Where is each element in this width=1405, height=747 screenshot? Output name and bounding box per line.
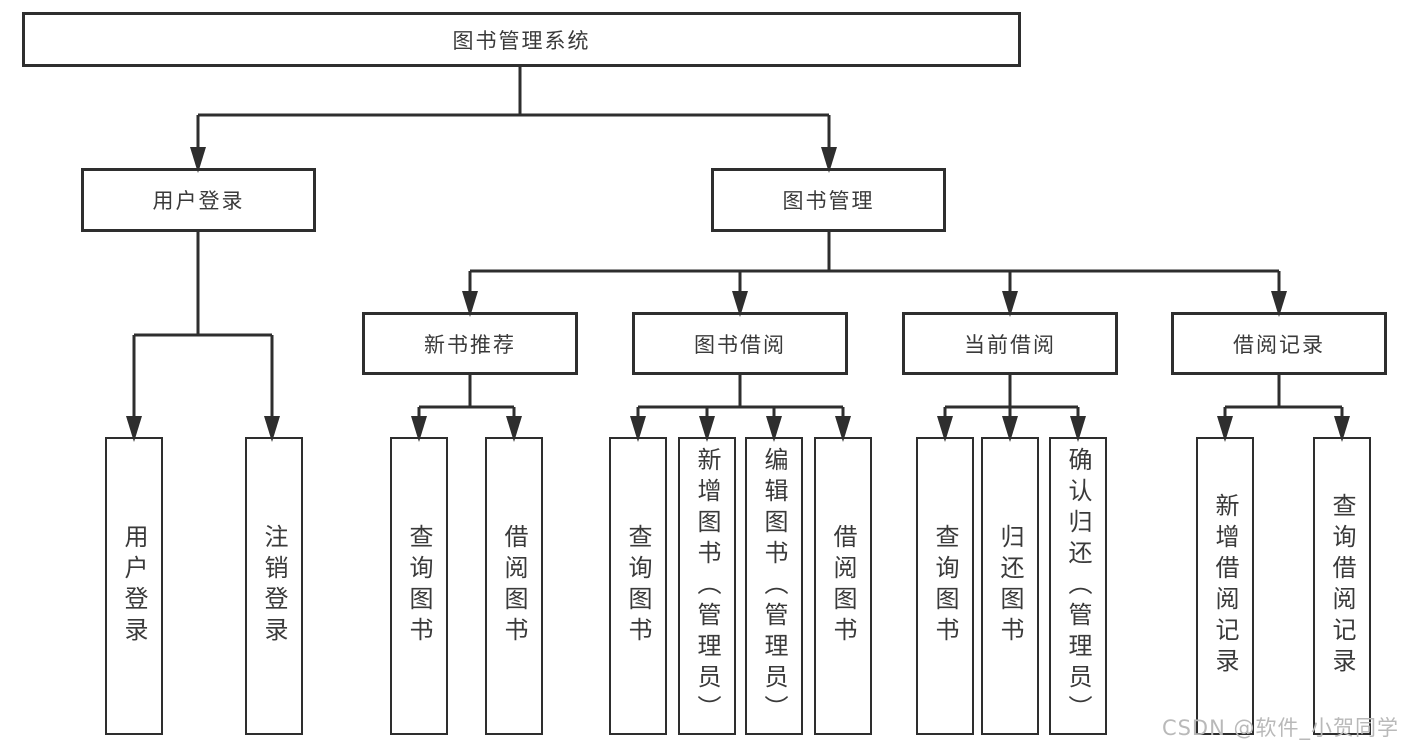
connector-current-borrowing	[937, 375, 1086, 442]
node-label: 确认归还（管理员）	[1064, 446, 1092, 726]
leaf-borrow-books-recommend: 借阅图书	[485, 437, 543, 735]
node-label: 查询图书	[931, 524, 959, 648]
node-book-borrowing: 图书借阅	[632, 312, 848, 375]
node-label: 借阅图书	[829, 524, 857, 648]
node-label: 编辑图书（管理员）	[760, 446, 788, 726]
leaf-query-borrow-record: 查询借阅记录	[1313, 437, 1371, 735]
leaf-return-books: 归还图书	[981, 437, 1039, 735]
watermark-text: CSDN @软件_小贺同学	[1161, 716, 1399, 740]
leaf-query-books-borrow: 查询图书	[609, 437, 667, 735]
leaf-add-borrow-record: 新增借阅记录	[1196, 437, 1254, 735]
node-label: 图书管理	[782, 189, 875, 213]
leaf-confirm-return-admin: 确认归还（管理员）	[1049, 437, 1107, 735]
node-label: 用户登录	[120, 524, 148, 648]
node-label: 借阅图书	[500, 524, 528, 648]
node-label: 查询图书	[624, 524, 652, 648]
leaf-query-books-recommend: 查询图书	[390, 437, 448, 735]
node-label: 图书管理系统	[452, 28, 591, 53]
node-library-management-system: 图书管理系统	[22, 12, 1021, 67]
leaf-add-books-admin: 新增图书（管理员）	[678, 437, 736, 735]
connector-book-management	[462, 232, 1287, 317]
node-label: 借阅记录	[1233, 332, 1325, 357]
node-label: 新增图书（管理员）	[693, 446, 721, 726]
node-label: 用户登录	[152, 189, 245, 213]
connector-root	[190, 67, 837, 173]
node-label: 当前借阅	[964, 332, 1056, 357]
node-label: 新书推荐	[424, 332, 516, 357]
node-label: 新增借阅记录	[1211, 493, 1239, 679]
connector-new-book-recommendation	[411, 375, 522, 442]
leaf-logout: 注销登录	[245, 437, 303, 735]
leaf-borrow-books: 借阅图书	[814, 437, 872, 735]
node-label: 归还图书	[996, 524, 1024, 648]
node-label: 图书借阅	[694, 332, 786, 357]
leaf-query-books-current: 查询图书	[916, 437, 974, 735]
node-borrowing-records: 借阅记录	[1171, 312, 1387, 375]
node-book-management: 图书管理	[711, 168, 946, 232]
node-label: 查询图书	[405, 524, 433, 648]
node-user-login: 用户登录	[81, 168, 316, 232]
leaf-user-login: 用户登录	[105, 437, 163, 735]
node-label: 注销登录	[260, 524, 288, 648]
node-new-book-recommendation: 新书推荐	[362, 312, 578, 375]
connector-user-login	[126, 232, 280, 442]
connector-borrowing-records	[1217, 375, 1350, 442]
leaf-edit-books-admin: 编辑图书（管理员）	[745, 437, 803, 735]
connector-book-borrowing	[630, 375, 851, 442]
node-label: 查询借阅记录	[1328, 493, 1356, 679]
node-current-borrowing: 当前借阅	[902, 312, 1118, 375]
